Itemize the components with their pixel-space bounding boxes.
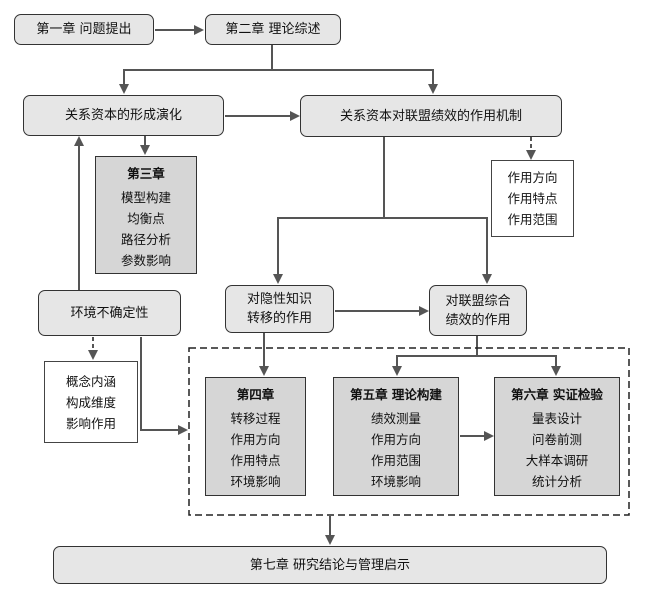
stage-ch5-item: 作用方向	[370, 432, 421, 447]
stage-ch5-item: 绩效测量	[370, 411, 421, 426]
stage-ch3-title: 第三章	[127, 166, 165, 181]
environment-notes: 概念内涵 构成维度 影响作用	[44, 361, 138, 443]
stage-ch6-item: 问卷前测	[531, 432, 582, 447]
stage-ch3-item: 模型构建	[120, 190, 171, 205]
stage-ch6-item: 大样本调研	[525, 453, 589, 468]
stage-ch6-item: 量表设计	[531, 411, 582, 426]
node-ch2-label: 第二章 理论综述	[225, 22, 321, 37]
stage-ch4-title: 第四章	[236, 387, 275, 402]
mechanism-note: 作用范围	[507, 212, 558, 227]
node-formation-label: 关系资本的形成演化	[64, 108, 182, 123]
node-ch2: 第二章 理论综述	[205, 14, 341, 45]
node-tacit-knowledge: 对隐性知识 转移的作用	[225, 285, 334, 333]
mechanism-note: 作用方向	[507, 170, 558, 185]
node-alliance-performance: 对联盟综合 绩效的作用	[429, 285, 527, 336]
stage-ch3: 第三章 模型构建 均衡点 路径分析 参数影响	[95, 156, 197, 274]
stage-ch6-item: 统计分析	[531, 474, 582, 489]
node-mechanism-label: 关系资本对联盟绩效的作用机制	[339, 108, 522, 124]
node-mechanism: 关系资本对联盟绩效的作用机制	[300, 95, 562, 137]
environment-note: 概念内涵	[65, 373, 116, 389]
node-perf-line2: 绩效的作用	[445, 312, 511, 328]
stage-ch4-item: 作用方向	[230, 432, 281, 447]
node-formation: 关系资本的形成演化	[23, 95, 224, 136]
stage-ch4: 第四章 转移过程 作用方向 作用特点 环境影响	[205, 377, 306, 496]
stage-ch6: 第六章 实证检验 量表设计 问卷前测 大样本调研 统计分析	[494, 377, 620, 496]
stage-ch5: 第五章 理论构建 绩效测量 作用方向 作用范围 环境影响	[333, 377, 459, 496]
stage-ch4-item: 作用特点	[230, 453, 281, 468]
node-tacit-line1: 对隐性知识	[246, 292, 312, 307]
stage-ch5-title: 第五章 理论构建	[350, 387, 442, 402]
mechanism-note: 作用特点	[507, 191, 558, 206]
stage-ch4-item: 环境影响	[230, 474, 281, 489]
environment-note: 构成维度	[65, 394, 116, 410]
stage-ch5-item: 作用范围	[370, 453, 421, 468]
arrow-environment-to-frame	[140, 337, 188, 435]
stage-ch4-item: 转移过程	[230, 411, 281, 426]
stage-ch5-item: 环境影响	[370, 474, 421, 489]
mechanism-notes: 作用方向 作用特点 作用范围	[491, 160, 574, 237]
stage-ch3-item: 参数影响	[120, 253, 171, 268]
stage-ch3-item: 均衡点	[127, 211, 165, 226]
arrow-ch2-to-mechanism	[272, 69, 438, 94]
arrow-ch2-split	[119, 45, 273, 94]
node-tacit-line2: 转移的作用	[246, 311, 312, 326]
arrow-perf-to-ch6	[477, 355, 561, 376]
node-perf-line1: 对联盟综合	[445, 293, 511, 309]
node-ch7: 第七章 研究结论与管理启示	[53, 546, 607, 584]
node-ch1-label: 第一章 问题提出	[36, 22, 132, 37]
node-environment: 环境不确定性	[38, 290, 181, 336]
arrow-mechanism-to-perf	[384, 217, 492, 284]
node-environment-label: 环境不确定性	[70, 305, 149, 321]
stage-ch6-title: 第六章 实证检验	[511, 387, 603, 402]
node-ch7-label: 第七章 研究结论与管理启示	[249, 557, 411, 573]
node-ch1: 第一章 问题提出	[14, 14, 154, 45]
arrow-perf-split	[392, 336, 478, 376]
environment-note: 影响作用	[65, 415, 116, 431]
arrow-mechanism-to-tacit	[273, 137, 385, 284]
stage-ch3-item: 路径分析	[120, 232, 171, 247]
